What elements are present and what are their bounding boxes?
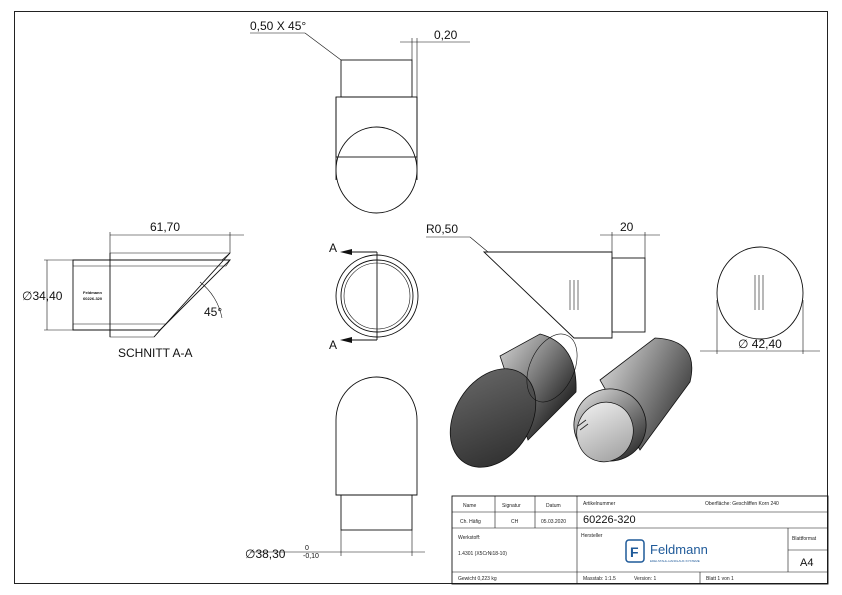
dim-chamfer: 0,50 X 45° bbox=[250, 19, 306, 33]
dim-length: 61,70 bbox=[150, 220, 180, 234]
section-outline bbox=[72, 259, 232, 331]
tb-header-datum: Datum bbox=[546, 503, 561, 509]
bottom-view: ∅38,30 0 -0,10 bbox=[245, 376, 425, 561]
tb-label-werkstoff: Werkstoff: bbox=[458, 535, 480, 541]
title-block: Name Signatur Datum Ch. Häfig CH 05.03.2… bbox=[451, 495, 829, 585]
section-wall-top bbox=[72, 259, 231, 267]
tb-werkstoff: 1.4301 (X5CrNi18-10) bbox=[458, 551, 507, 557]
tb-name: Ch. Häfig bbox=[460, 519, 481, 525]
tol-lower: -0,10 bbox=[303, 553, 319, 560]
render-angled-dark bbox=[449, 333, 578, 468]
render-angled-light bbox=[573, 337, 693, 463]
tb-label-hersteller: Hersteller bbox=[581, 533, 603, 539]
bottom-body bbox=[335, 376, 418, 496]
dim-diameter-inner: ∅38,30 bbox=[245, 547, 286, 561]
tb-gewicht: Gewicht 0,223 kg bbox=[458, 576, 497, 582]
section-wall-bottom bbox=[72, 323, 167, 331]
dim-angle: 45° bbox=[204, 305, 222, 319]
logo-subtitle: EDELSTAHL-HANDLAUF-SYSTEME bbox=[650, 559, 700, 563]
tb-oberflaeche: Oberfläche: Geschliffen Korn 240 bbox=[705, 501, 779, 507]
tb-header-name: Name bbox=[463, 503, 477, 509]
side-body bbox=[482, 251, 613, 339]
engraving-article: 60226-320 bbox=[83, 296, 103, 301]
section-view: Feldmann 60226-320 61,70 ∅34,40 45° SCHN… bbox=[22, 220, 244, 360]
tb-artikel: 60226-320 bbox=[583, 514, 636, 526]
bottom-collar bbox=[340, 494, 413, 531]
side-collar bbox=[611, 257, 646, 333]
tb-blattformat: A4 bbox=[800, 557, 813, 569]
logo-text: Feldmann bbox=[650, 542, 708, 557]
end-view: ∅ 42,40 bbox=[700, 246, 820, 354]
feldmann-logo: F Feldmann EDELSTAHL-HANDLAUF-SYSTEME bbox=[625, 539, 708, 563]
dim-collar: 20 bbox=[620, 220, 634, 234]
tb-datum: 05.03.2020 bbox=[541, 519, 566, 525]
tb-signatur: CH bbox=[511, 519, 519, 525]
tb-label-blattformat: Blattformat bbox=[792, 536, 817, 542]
tb-version: Version: 1 bbox=[634, 576, 656, 582]
section-title: SCHNITT A-A bbox=[118, 346, 192, 360]
section-marker-bottom: A bbox=[329, 338, 337, 352]
tb-massstab: Masstab: 1:1.5 bbox=[583, 576, 616, 582]
tb-header-signatur: Signatur bbox=[502, 503, 521, 509]
svg-text:F: F bbox=[630, 544, 639, 560]
tb-blatt: Blatt 1 von 1 bbox=[706, 576, 734, 582]
drawing-frame bbox=[14, 11, 828, 584]
top-collar bbox=[340, 59, 413, 98]
tol-upper: 0 bbox=[305, 545, 309, 552]
front-view: A A bbox=[329, 241, 419, 352]
dim-wall: 0,20 bbox=[434, 28, 458, 42]
side-view: R0,50 20 bbox=[426, 220, 660, 339]
engraving-brand: Feldmann bbox=[83, 290, 102, 295]
top-cut-ellipse bbox=[335, 126, 418, 214]
tb-label-artikel: Artikelnummer bbox=[583, 501, 616, 507]
dim-radius: R0,50 bbox=[426, 222, 458, 236]
logo-mark-icon bbox=[625, 539, 645, 563]
dim-diameter-outer: ∅ 42,40 bbox=[738, 337, 782, 351]
section-marker-top: A bbox=[329, 241, 337, 255]
end-circle bbox=[716, 246, 804, 340]
dim-diameter-section: ∅34,40 bbox=[22, 289, 63, 303]
top-view: 0,50 X 45° 0,20 bbox=[250, 19, 470, 214]
